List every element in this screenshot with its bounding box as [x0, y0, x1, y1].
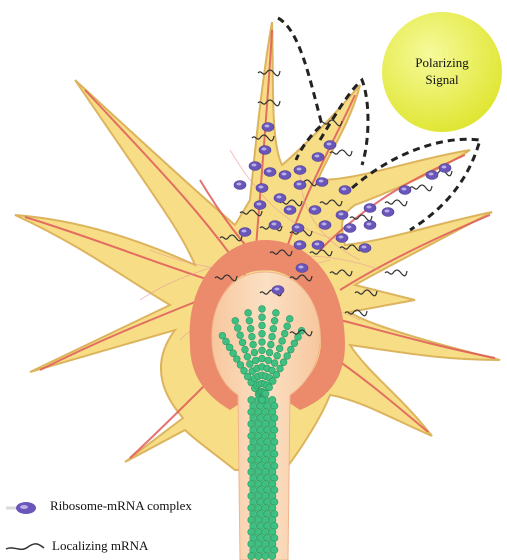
microtubule-bead: [262, 552, 269, 559]
legend-mrna-label: Localizing mRNA: [52, 538, 148, 554]
microtubule-bead: [262, 390, 269, 397]
microtubule-bead: [259, 322, 266, 329]
microtubule-bead: [247, 325, 254, 332]
ribosome-highlight: [312, 208, 317, 211]
legend-ribosome: Ribosome-mRNA complex: [6, 497, 192, 515]
ribosome-highlight: [299, 266, 304, 269]
microtubule-bead: [248, 552, 255, 559]
microtubule-bead: [277, 365, 284, 372]
legend-mrna: Localizing mRNA: [6, 537, 148, 555]
ribosome-highlight: [342, 188, 347, 191]
ribosome-highlight: [367, 206, 372, 209]
microtubule-bead: [271, 317, 278, 324]
ribosome-highlight: [367, 223, 372, 226]
ribosome-highlight: [282, 173, 287, 176]
microtubule-bead: [250, 341, 257, 348]
signal-line-1: Polarizing: [392, 54, 492, 71]
ribosome-highlight: [339, 236, 344, 239]
ribosome-highlight: [402, 188, 407, 191]
ribosome-highlight: [277, 196, 282, 199]
microtubule-bead: [252, 357, 259, 364]
microtubule-bead: [239, 339, 246, 346]
microtubule-bead: [251, 349, 258, 356]
microtubule-bead: [234, 325, 241, 332]
mrna-strand: [385, 270, 407, 276]
ribosome-highlight: [287, 208, 292, 211]
microtubule-bead: [266, 384, 273, 391]
ribosome-highlight: [347, 226, 352, 229]
ribosome-highlight: [272, 223, 277, 226]
microtubule-bead: [249, 333, 256, 340]
ribosome-highlight: [429, 173, 434, 176]
microtubule-bead: [274, 352, 281, 359]
microtubule-bead: [245, 309, 252, 316]
ribosome-highlight: [315, 155, 320, 158]
ribosome-highlight: [327, 143, 332, 146]
microtubule-bead: [267, 341, 274, 348]
ribosome-highlight: [257, 203, 262, 206]
microtubule-bead: [259, 347, 266, 354]
ribosome-highlight: [262, 148, 267, 151]
ribosome-highlight: [339, 213, 344, 216]
microtubule-bead: [232, 317, 239, 324]
microtubule-bead: [284, 323, 291, 330]
ribosome-highlight: [295, 226, 300, 229]
microtubule-bead: [259, 314, 266, 321]
signal-line-2: Signal: [392, 71, 492, 88]
polarizing-signal-label: Polarizing Signal: [392, 54, 492, 88]
microtubule-bead: [269, 378, 276, 385]
ribosome-highlight: [267, 170, 272, 173]
microtubule-bead: [255, 552, 262, 559]
microtubule-bead: [259, 306, 266, 313]
microtubule-bead: [291, 340, 298, 347]
ribosome-highlight: [259, 186, 264, 189]
microtubule-bead: [281, 330, 288, 337]
ribosome-highlight: [319, 180, 324, 183]
microtubule-bead: [269, 333, 276, 340]
microtubule-bead: [286, 315, 293, 322]
ribosome-highlight: [297, 183, 302, 186]
microtubule-bead: [280, 359, 287, 366]
microtubule-bead: [270, 325, 277, 332]
mrna-strand: [385, 200, 407, 206]
microtubule-bead: [273, 371, 280, 378]
ribosome-highlight: [322, 223, 327, 226]
microtubule-bead: [246, 317, 253, 324]
microtubule-bead: [276, 345, 283, 352]
microtubule-bead: [259, 355, 266, 362]
ribosome-highlight: [265, 125, 270, 128]
microtubule-bead: [219, 332, 226, 339]
ribosome-highlight: [442, 166, 447, 169]
microtubule-bead: [244, 353, 251, 360]
microtubule-bead: [265, 357, 272, 364]
microtubule-bead: [259, 339, 266, 346]
microtubule-bead: [269, 552, 276, 559]
ribosome-highlight: [275, 288, 280, 291]
legend-ribosome-label: Ribosome-mRNA complex: [50, 498, 192, 514]
microtubule-bead: [287, 346, 294, 353]
microtubule-bead: [271, 360, 278, 367]
mrna-strand: [410, 185, 432, 191]
microtubule-bead: [266, 349, 273, 356]
ribosome-highlight: [242, 230, 247, 233]
microtubule-bead: [279, 338, 286, 345]
microtubule-bead: [237, 332, 244, 339]
microtubule-bead: [259, 330, 266, 337]
ribosome-highlight: [297, 243, 302, 246]
microtubule-bead: [242, 346, 249, 353]
ribosome-highlight: [237, 183, 242, 186]
ribosome-highlight: [385, 210, 390, 213]
ribosome-highlight: [362, 246, 367, 249]
mrna-strand: [330, 150, 352, 156]
ribosome-highlight: [252, 164, 257, 167]
ribosome-highlight: [315, 243, 320, 246]
microtubule-bead: [259, 397, 266, 404]
microtubule-bead: [272, 309, 279, 316]
ribosome-highlight: [297, 168, 302, 171]
microtubule-bead: [284, 353, 291, 360]
